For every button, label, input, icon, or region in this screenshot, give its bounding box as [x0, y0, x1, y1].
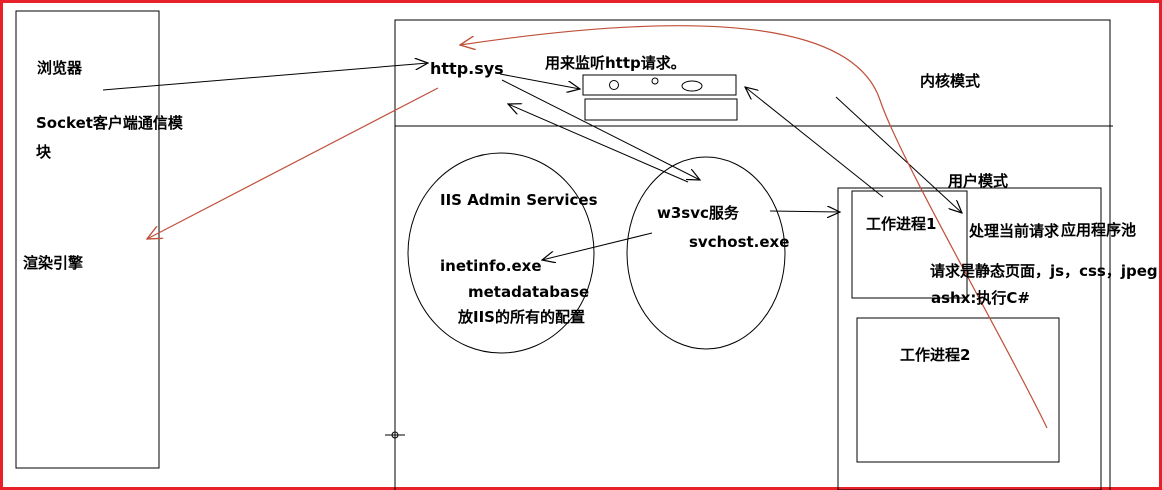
iis-admin-label: IIS Admin Services [440, 191, 598, 209]
w3svc-label: w3svc服务 [657, 204, 739, 222]
iis-admin-ellipse [407, 152, 595, 354]
http-sys-label: http.sys [430, 59, 504, 78]
kernel-mode-label: 内核模式 [920, 72, 981, 90]
listener-hole-2 [651, 77, 659, 85]
worker1-label: 工作进程1 [866, 215, 937, 233]
listen-note-label: 用来监听http请求。 [545, 54, 686, 72]
arrow-w3svc-to-worker1 [769, 211, 840, 212]
worker1-box [851, 190, 968, 299]
worker2-label: 工作进程2 [900, 346, 971, 364]
socket-module-label-line2: 块 [36, 143, 52, 161]
arrow-handler-line [835, 96, 962, 213]
static-request-label: 请求是静态页面，js，css，jpeg [930, 262, 1158, 280]
arrow-w3svc-to-http [508, 104, 689, 183]
ashx-label: ashx:执行C# [931, 289, 1030, 307]
render-engine-label: 渲染引擎 [23, 254, 84, 272]
listener-device [582, 74, 737, 96]
server-box [394, 19, 1111, 490]
arrow-http-to-listener [499, 73, 580, 89]
app-pool-box [837, 187, 1102, 490]
listener-hole-1 [609, 80, 619, 90]
red-arrow-response-curve [460, 25, 1048, 429]
socket-module-label-line1: Socket客户端通信模 [36, 114, 183, 132]
browser-box [15, 10, 160, 469]
arrow-browser-to-http [102, 63, 428, 91]
arrow-svchost-to-inetinfo [542, 232, 653, 260]
worker2-box [856, 317, 1060, 463]
red-arrow-http-to-render [147, 87, 439, 239]
handle-request-label: 处理当前请求 [969, 222, 1060, 240]
svchost-label: svchost.exe [689, 233, 790, 251]
listener-hole-3 [681, 80, 703, 92]
crosshair-mark [385, 426, 405, 444]
inetinfo-label: inetinfo.exe [440, 257, 542, 275]
user-mode-label: 用户模式 [948, 172, 1009, 190]
w3svc-ellipse [626, 156, 786, 350]
iis-config-label: 放IIS的所有的配置 [458, 308, 585, 326]
browser-label: 浏览器 [37, 59, 83, 77]
app-pool-label: 应用程序池 [1061, 221, 1137, 239]
listener-base [584, 98, 738, 121]
metadatabase-label: metadatabase [468, 283, 590, 301]
arrow-http-to-w3svc [501, 79, 700, 180]
arrow-worker1-to-listener [745, 87, 884, 198]
